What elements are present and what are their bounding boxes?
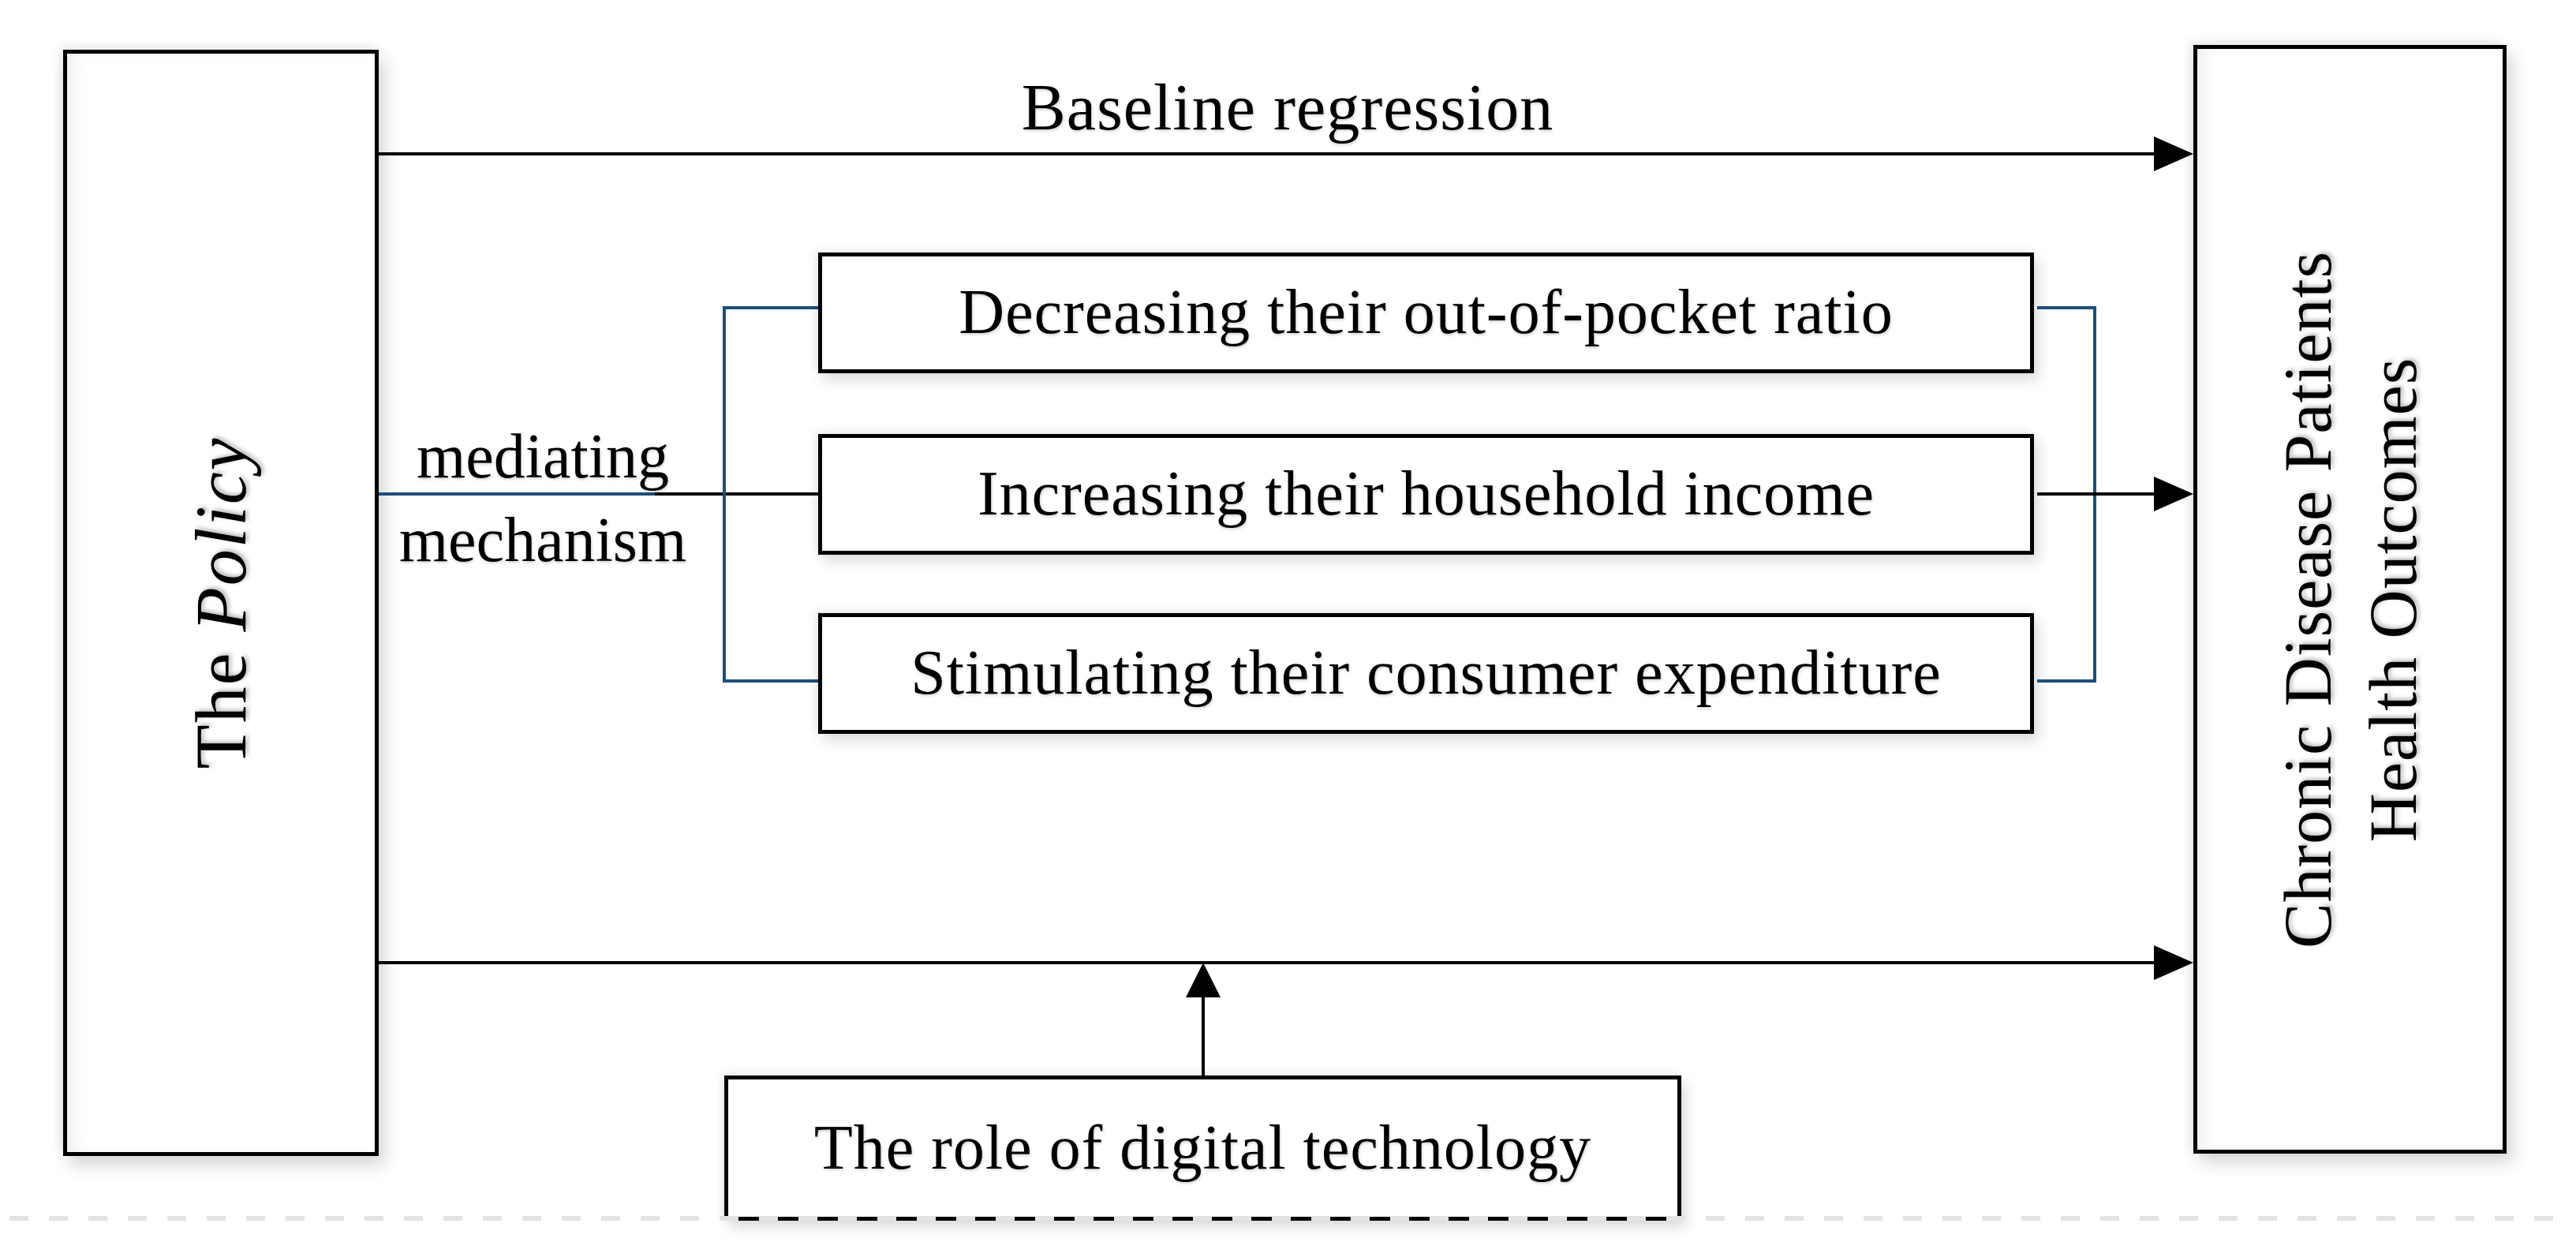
policy-box: The Policy	[63, 50, 379, 1156]
policy-label-italic: Policy	[181, 436, 261, 632]
mediator-box-out-of-pocket: Decreasing their out-of-pocket ratio	[818, 253, 2034, 373]
mediating-line-blue-segment	[379, 492, 656, 496]
mediator-box-label: Decreasing their out-of-pocket ratio	[959, 278, 1894, 347]
page-bottom-dashed-divider	[9, 1216, 2555, 1221]
mediating-mechanism-label: mediating mechanism	[399, 415, 686, 582]
right-bracket-stub-bottom	[2037, 679, 2096, 683]
mediating-line-black-segment	[655, 492, 820, 496]
mediator-box-label: Increasing their household income	[977, 459, 1875, 529]
mediator-to-outcomes-arrowhead-icon	[2154, 477, 2193, 511]
left-bracket-vertical	[723, 306, 726, 683]
digital-technology-box: The role of digital technology	[724, 1076, 1681, 1221]
outcomes-box-label: Chronic Disease Patients Health Outcomes	[2265, 79, 2436, 1120]
left-bracket-stub-bottom	[723, 679, 820, 683]
digital-technology-label: The role of digital technology	[813, 1113, 1592, 1183]
baseline-regression-line	[379, 152, 2157, 155]
mediator-box-label: Stimulating their consumer expenditure	[910, 638, 1942, 708]
digital-technology-arrowhead-icon	[1186, 963, 1221, 997]
right-bracket-stub-top	[2037, 306, 2096, 309]
mediating-label-line1: mediating	[417, 422, 669, 492]
outcomes-label-line2: Health Outcomes	[2354, 357, 2431, 842]
digital-technology-arrow-line	[1202, 994, 1205, 1076]
mediating-label-line2: mechanism	[398, 506, 687, 575]
left-bracket-stub-top	[723, 306, 820, 309]
policy-label-regular: The	[181, 631, 261, 769]
mediator-box-consumer-expenditure: Stimulating their consumer expenditure	[818, 613, 2034, 734]
mediator-box-household-income: Increasing their household income	[818, 434, 2034, 555]
outcomes-box: Chronic Disease Patients Health Outcomes	[2193, 45, 2507, 1154]
policy-to-outcomes-bottom-arrowhead-icon	[2154, 945, 2193, 980]
baseline-regression-arrowhead-icon	[2154, 137, 2193, 171]
mediator-to-outcomes-line	[2037, 492, 2154, 496]
policy-box-label: The Policy	[179, 436, 263, 769]
policy-to-outcomes-bottom-line	[379, 961, 2157, 964]
outcomes-label-line1: Chronic Disease Patients	[2269, 250, 2346, 948]
baseline-regression-label: Baseline regression	[1021, 71, 1554, 144]
